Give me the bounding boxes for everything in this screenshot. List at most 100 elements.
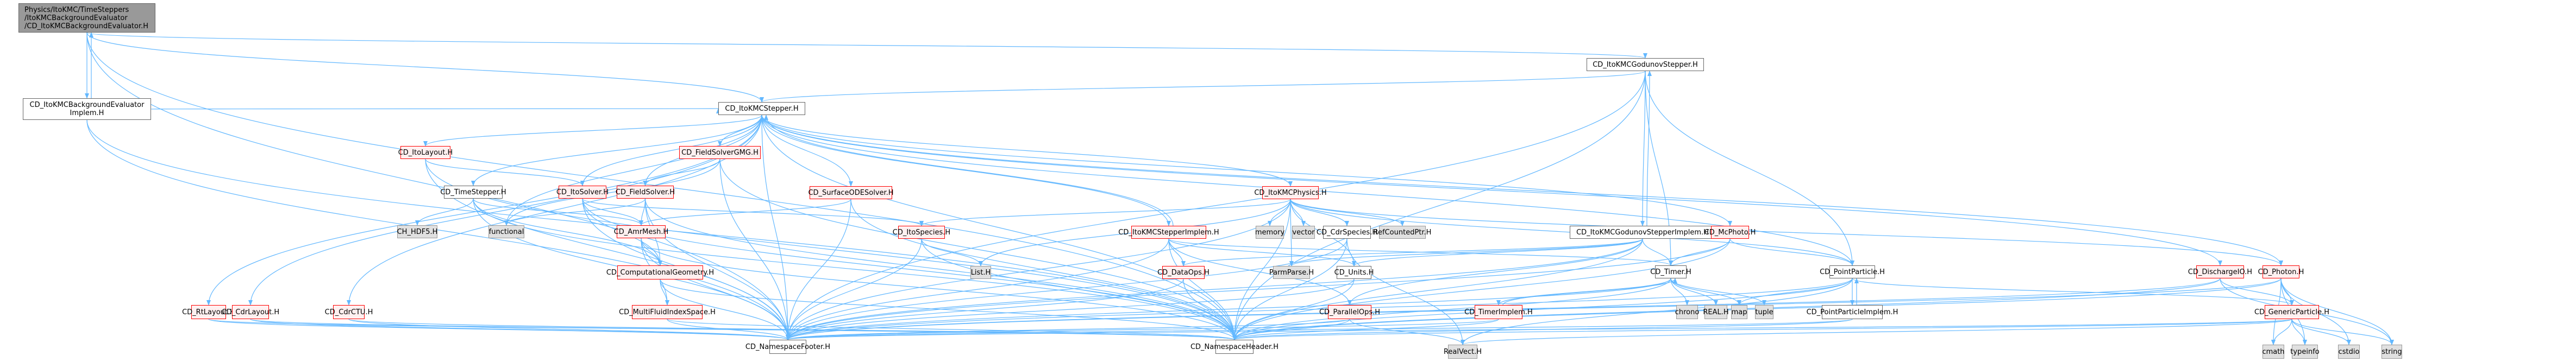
node-chrono[interactable]: chrono [1675, 305, 1699, 319]
edge-dischargeio-to-genparticle [2220, 278, 2294, 306]
edge-physics-to-photon [1290, 199, 2283, 266]
node-itosolver[interactable]: CD_ItoSolver.H [556, 186, 609, 199]
edge-godunov-to-godimplem [1640, 71, 1646, 226]
node-hdf5[interactable]: CH_HDF5.H [397, 225, 437, 238]
edge-cdrspecies-to-nsheader [1232, 238, 1347, 340]
node-functional[interactable]: functional [488, 225, 524, 238]
edge-timerimplem-to-nsheader [1232, 319, 1499, 340]
edge-physics-to-nsfooter [786, 199, 1291, 340]
node-dataops[interactable]: CD_DataOps.H [1157, 266, 1209, 279]
edge-physics-to-memory [1268, 199, 1291, 226]
node-stepimplem[interactable]: CD_ItoKMCStepperImplem.H [1118, 226, 1219, 239]
edge-cdrspecies-to-nsfooter [786, 238, 1347, 340]
edge-fsgmg-to-fieldsolver [643, 158, 720, 186]
node-fsgmg[interactable]: CD_FieldSolverGMG.H [679, 146, 761, 159]
edge-timer-to-chrono [1670, 278, 1689, 306]
edge-itosolver-to-amrmesh [582, 198, 643, 226]
edge-timer-to-timerimplem [1496, 278, 1671, 306]
node-surfode[interactable]: CD_SurfaceODESolver.H [808, 186, 894, 199]
node-pointparticle[interactable]: CD_PointParticle.H [1820, 265, 1885, 278]
node-refptr[interactable]: RefCountedPtr.H [1374, 226, 1431, 239]
edge-units-to-nsheader [1232, 278, 1355, 340]
node-itospecies[interactable]: CD_ItoSpecies.H [893, 226, 950, 239]
node-photon[interactable]: CD_Photon.H [2258, 265, 2304, 278]
node-tuple[interactable]: tuple [1755, 305, 1773, 319]
edge-photon-to-string [2280, 278, 2394, 345]
edge-genparticle-to-nsheader [1232, 319, 2292, 340]
node-mcphoto[interactable]: CD_McPhoto.H [1704, 226, 1756, 239]
edge-stepper-to-functional [504, 115, 762, 226]
edge-mcphoto-to-nsheader [1232, 238, 1731, 340]
node-cstdio[interactable]: cstdio [2338, 345, 2360, 359]
edge-genparticle-to-string [2291, 319, 2394, 345]
edge-timer-to-nsfooter [786, 278, 1671, 340]
node-map[interactable]: map [1731, 305, 1747, 319]
node-typeinfo[interactable]: typeinfo [2290, 345, 2320, 359]
edge-pointparticle-to-map [1737, 278, 1853, 306]
node-cdrspecies[interactable]: CD_CdrSpecies.H [1317, 226, 1377, 239]
node-genparticle[interactable]: CD_GenericParticle.H [2254, 305, 2329, 319]
node-nsheader[interactable]: CD_NamespaceHeader.H [1190, 340, 1278, 354]
edge-physics-to-refptr [1290, 199, 1405, 226]
node-realvect[interactable]: RealVect.H [1444, 345, 1482, 359]
edge-genparticle-to-cstdio [2291, 319, 2351, 345]
node-rtlayout[interactable]: CD_RtLayout.H [182, 305, 235, 319]
edge-stepper-to-timestepper [471, 115, 762, 186]
node-timerimplem[interactable]: CD_TimerImplem.H [1464, 305, 1533, 319]
node-cdrlayout[interactable]: CD_CdrLayout.H [222, 305, 279, 319]
edge-godimplem-to-units [1352, 238, 1643, 266]
node-multifluid[interactable]: CD_MultiFluidIndexSpace.H [619, 305, 716, 319]
edge-stepimplem-to-stepper [764, 115, 1174, 226]
node-fieldsolver[interactable]: CD_FieldSolver.H [616, 186, 675, 199]
edge-itospecies-to-nsheader [921, 238, 1237, 340]
node-string[interactable]: string [2381, 345, 2402, 359]
node-list[interactable]: List.H [970, 266, 991, 279]
node-parmparse[interactable]: ParmParse.H [1269, 266, 1314, 279]
node-amrmesh[interactable]: CD_AmrMesh.H [614, 225, 668, 238]
node-timer[interactable]: CD_Timer.H [1650, 265, 1691, 278]
edge-godimplem-to-nsfooter [786, 238, 1643, 340]
node-timestepper[interactable]: CD_TimeStepper.H [440, 186, 506, 199]
edge-dataops-to-nsfooter [786, 278, 1184, 340]
edge-fieldsolver-to-nsfooter [644, 198, 790, 340]
node-parallelops[interactable]: CD_ParallelOps.H [1319, 305, 1380, 319]
edge-fsgmg-to-nsheader [719, 158, 1237, 340]
edge-genparticle-to-cmath [2271, 319, 2292, 345]
edge-fieldsolver-to-nsheader [644, 198, 1237, 340]
edge-physics-to-cdrspecies [1290, 199, 1349, 226]
node-dischargeio[interactable]: CD_DischargeIO.H [2188, 265, 2252, 278]
edge-cdrlayout-to-nsheader [250, 319, 1237, 340]
node-physics[interactable]: CD_ItoKMCPhysics.H [1254, 186, 1327, 199]
edge-godunov-to-pointparticle [1645, 71, 1854, 266]
edge-godimplem-to-timer [1642, 238, 1673, 266]
edge-timer-to-nsheader [1232, 278, 1671, 340]
edge-amrmesh-to-nsheader [641, 238, 1237, 340]
edge-mcphoto-to-pointparticle [1729, 238, 1854, 266]
node-real[interactable]: REAL.H [1703, 305, 1729, 319]
node-godunov[interactable]: CD_ItoKMCGodunovStepper.H [1587, 58, 1704, 71]
edge-stepper-to-stepimplem [761, 115, 1171, 226]
edge-root-to-godunov [86, 32, 1647, 59]
node-memory[interactable]: memory [1255, 226, 1284, 239]
node-root[interactable]: Physics/ItoKMC/TimeSteppers /ItoKMCBackg… [18, 3, 155, 33]
node-ppimplem[interactable]: CD_PointParticleImplem.H [1807, 305, 1898, 319]
node-stepper[interactable]: CD_ItoKMCStepper.H [718, 102, 805, 115]
edge-stepper-to-physics [761, 115, 1293, 187]
node-units[interactable]: CD_Units.H [1334, 266, 1374, 279]
edge-stepper-to-photon [761, 115, 2283, 266]
edge-godimplem-to-parallelops [1347, 238, 1643, 306]
node-godimplem[interactable]: CD_ItoKMCGodunovStepperImplem.H [1570, 226, 1715, 239]
edge-root-to-stepper [86, 32, 764, 103]
edge-genparticle-to-typeinfo [2291, 319, 2307, 345]
node-vector[interactable]: vector [1292, 226, 1315, 239]
node-cdrctu[interactable]: CD_CdrCTU.H [325, 305, 373, 319]
node-cmath[interactable]: cmath [2262, 345, 2285, 359]
node-itolayout[interactable]: CD_ItoLayout.H [398, 146, 453, 159]
node-nsfooter[interactable]: CD_NamespaceFooter.H [745, 340, 830, 354]
node-bgimplem[interactable]: CD_ItoKMCBackgroundEvaluator Implem.H [23, 98, 151, 120]
edge-multifluid-to-nsheader [667, 319, 1237, 340]
node-compgeom[interactable]: CD_ComputationalGeometry.H [606, 265, 714, 280]
edge-stepper-to-itosolver [580, 115, 762, 186]
edge-godunov-to-nsheader [1232, 71, 1646, 340]
